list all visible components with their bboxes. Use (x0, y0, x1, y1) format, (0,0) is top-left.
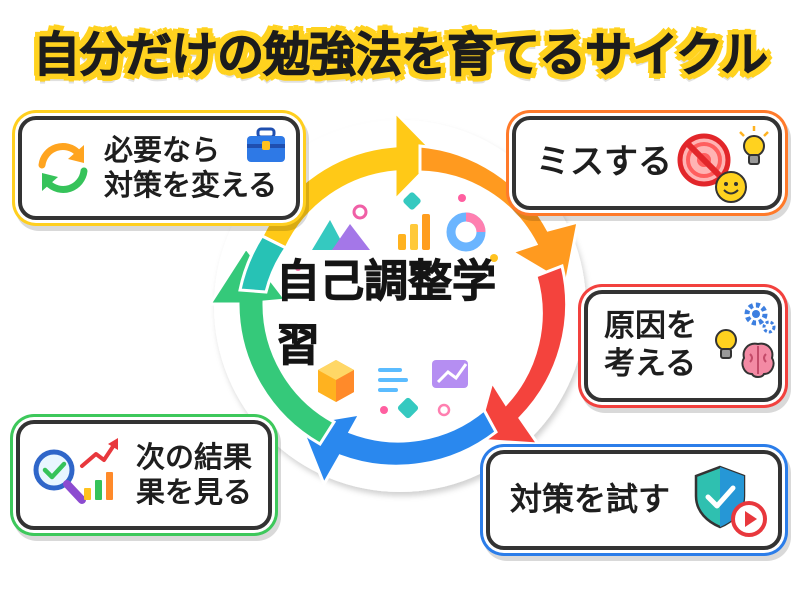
step-label-line: 次の結果 (136, 439, 253, 474)
list-icon (378, 368, 402, 372)
arrow-segment-green (207, 245, 337, 447)
smiley-icon (715, 171, 747, 203)
step-label-reason: 原因を 考える (604, 308, 697, 384)
toolbox-icon (247, 127, 285, 162)
step-label-line: 対策を変える (104, 168, 278, 202)
lightbulb-icon (739, 126, 769, 165)
step-card-check-result: 次の結果 果を見る (16, 420, 272, 530)
step-label-result: 次の結果 果を見る (136, 440, 252, 511)
bar-chart-icon (398, 234, 406, 250)
play-icon (731, 501, 767, 537)
step-label-try: 対策を試す (510, 480, 671, 519)
magnifier-check-icon (33, 449, 86, 504)
gears-icon (744, 302, 776, 334)
lightbulb-icon (715, 329, 737, 359)
step-label-mistake: ミスする (536, 142, 672, 183)
step-label-line: 考える (604, 346, 697, 382)
center-decorations (295, 192, 498, 419)
step-card-change-strategy: 必要なら 対策を変える (18, 116, 300, 220)
step-label-line: 必要なら (104, 132, 221, 167)
step-card-reason: 原因を 考える (584, 290, 782, 402)
title-banner: 自分だけの勉強法を育てるサイクル (12, 8, 788, 92)
step-label-line: 原因を (604, 308, 697, 345)
no-target-icon (677, 133, 731, 187)
page-title: 自分だけの勉強法を育てるサイクル (33, 27, 769, 83)
step-card-try: 対策を試す (486, 450, 782, 550)
step-label-line: 果を見る (136, 475, 253, 509)
step-card-mistake: ミスする (512, 116, 782, 210)
arrow-segment-cyan (238, 234, 289, 294)
refresh-arrows-icon (38, 143, 88, 193)
brain-icon (741, 342, 775, 378)
center-label: 自己調整学習 (276, 256, 497, 372)
growth-chart-icon (80, 438, 118, 500)
step-label-change: 必要なら 対策を変える (104, 133, 277, 204)
